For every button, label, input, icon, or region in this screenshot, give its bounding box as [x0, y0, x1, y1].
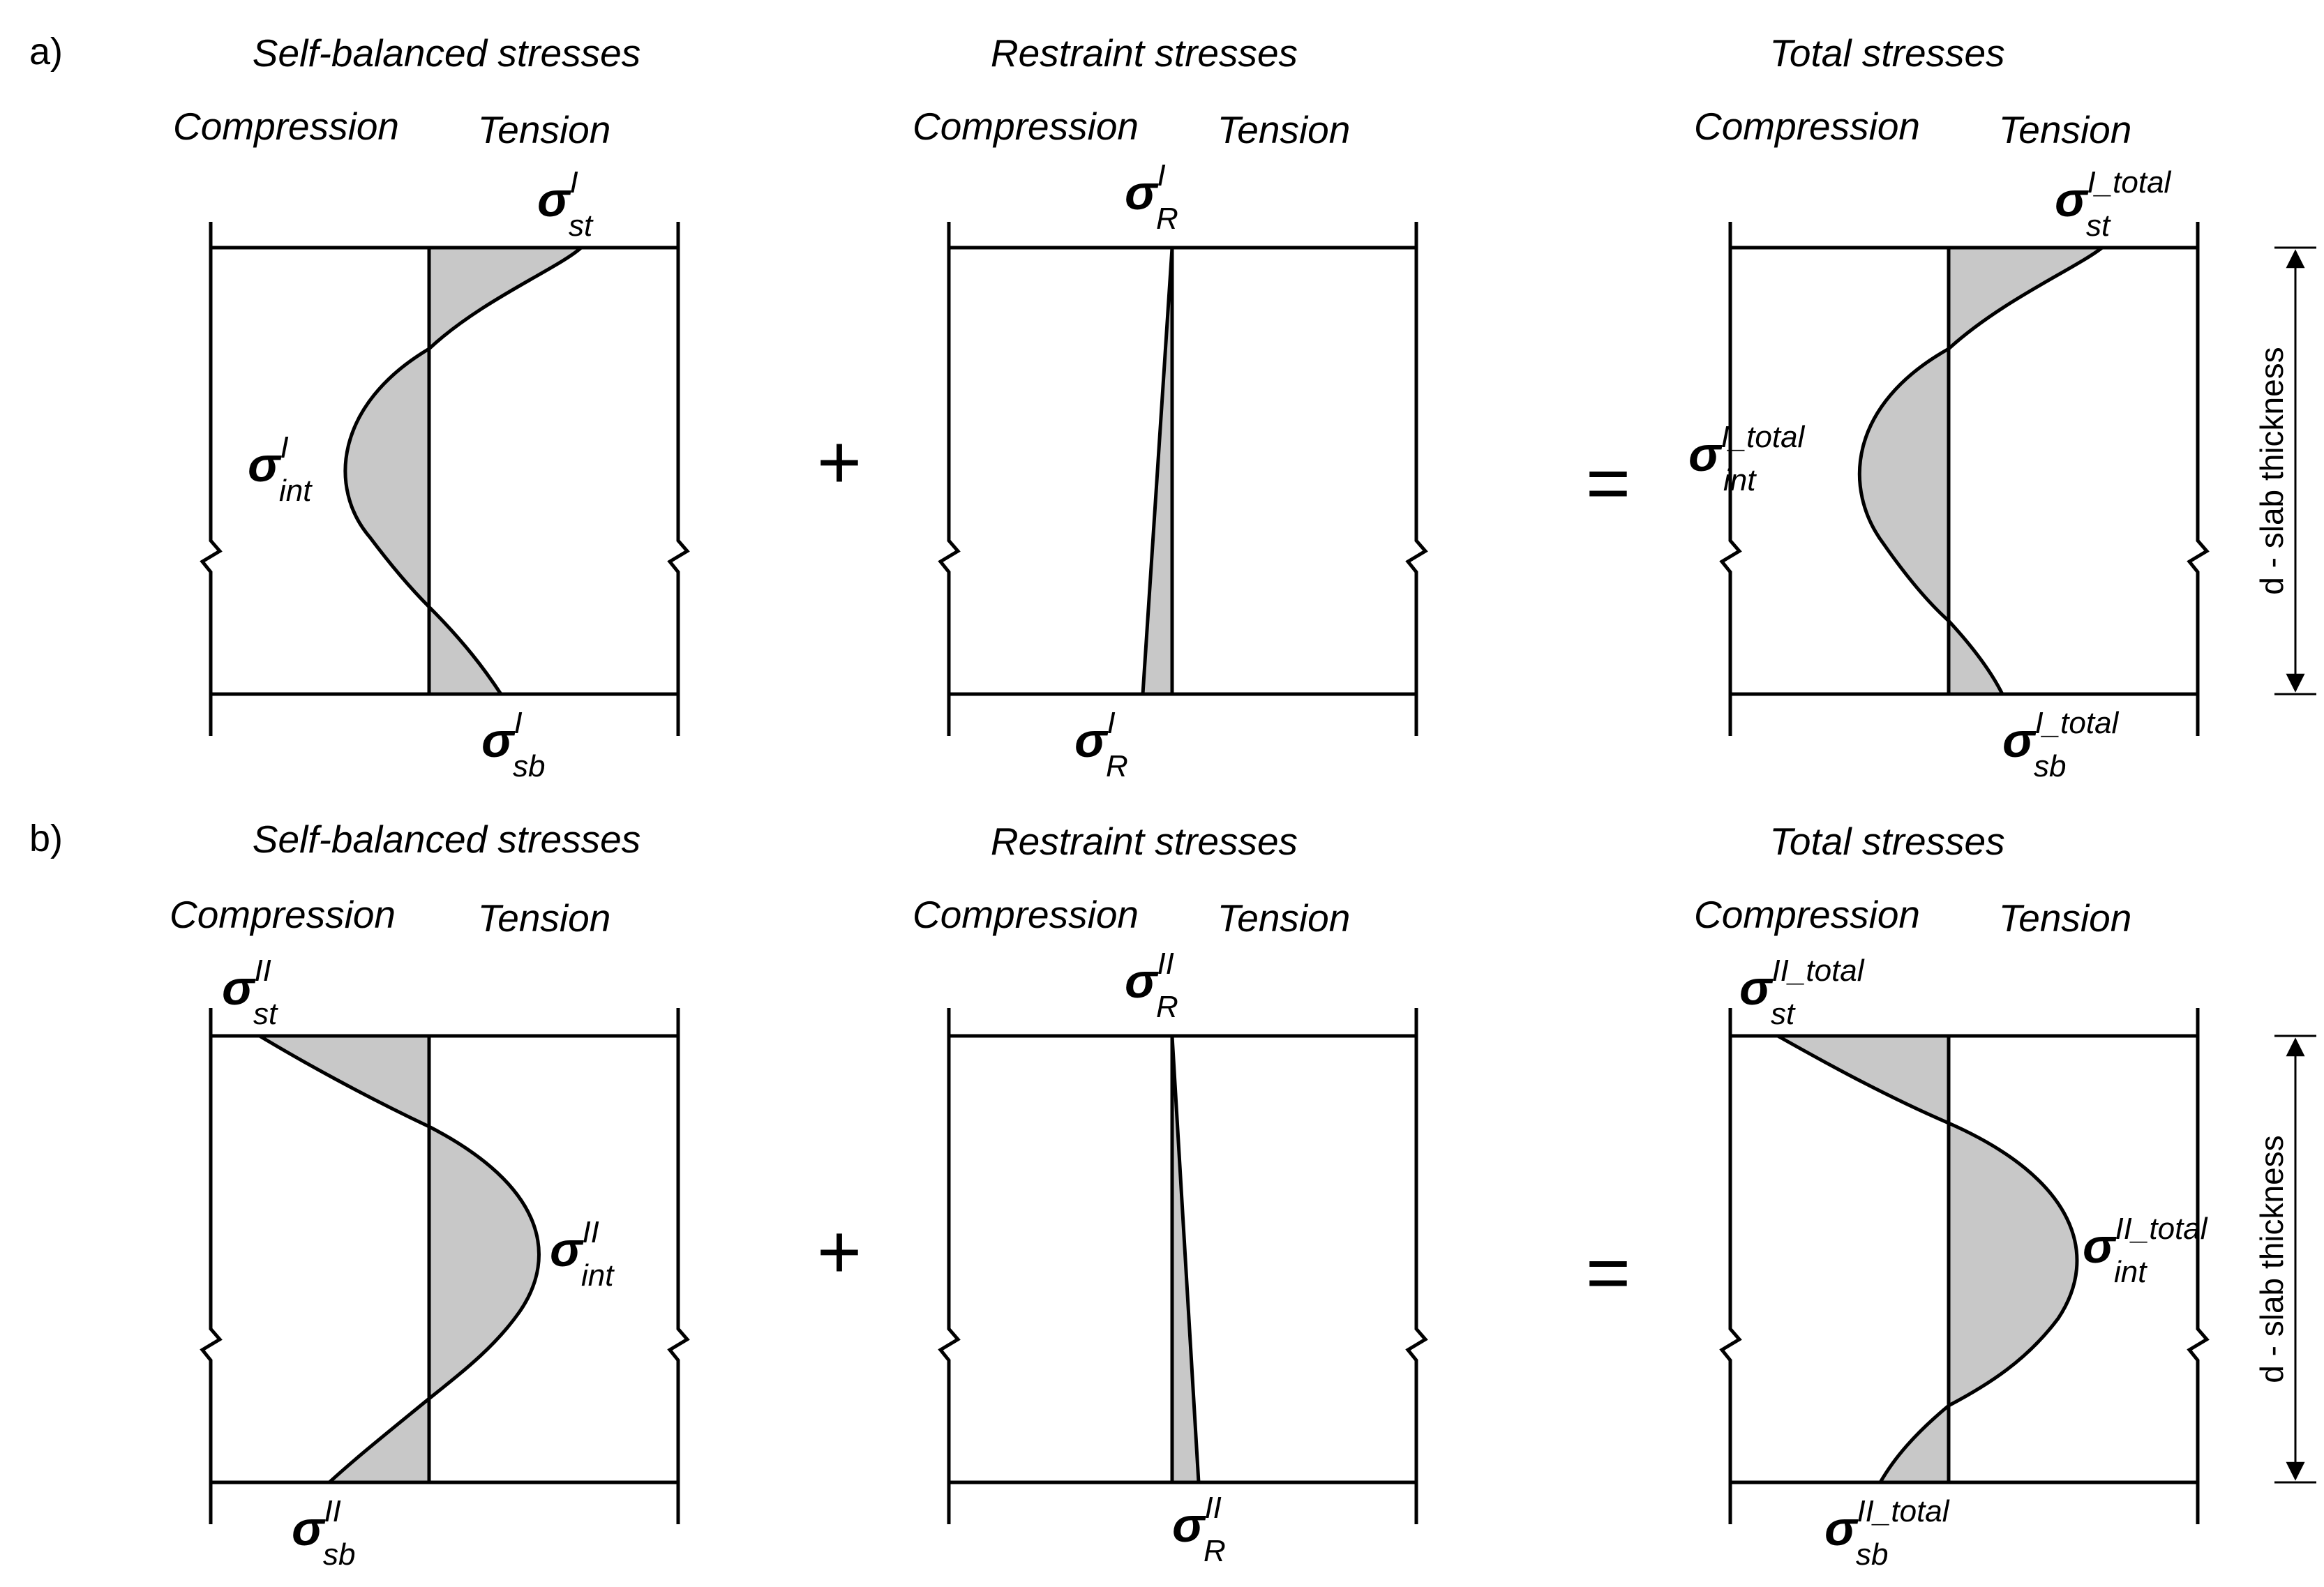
tension-label: Tension: [478, 108, 611, 151]
right-break-line: [667, 1008, 690, 1524]
left-break-line: [938, 1008, 961, 1524]
tension-label: Tension: [478, 896, 611, 940]
compression-label: Compression: [913, 893, 1139, 936]
stress-area: [1771, 1034, 2079, 1484]
left-break-line: [938, 222, 961, 736]
stress-area: [343, 246, 586, 696]
left-break-line: [200, 222, 223, 736]
panel-restraint-b: Restraint stresses Compression Tension σ…: [913, 820, 1428, 1568]
compression-label: Compression: [913, 105, 1139, 148]
compression-label: Compression: [173, 105, 399, 148]
dimension-label: d - slab thickness: [2254, 347, 2290, 594]
equals-sign: =: [1586, 440, 1630, 526]
thickness-dimension: d - slab thickness: [2254, 1035, 2316, 1484]
panel-title: Total stresses: [1769, 820, 2004, 863]
row-b: b) Self-balanced stresses Compression Te…: [29, 818, 2316, 1572]
left-break-line: [1719, 222, 1742, 736]
compression-label: Compression: [1694, 105, 1920, 148]
row-label: a): [29, 31, 63, 73]
panel-restraint-a: Restraint stresses Compression Tension σ…: [913, 31, 1428, 783]
panel-title: Restraint stresses: [991, 820, 1298, 863]
stress-area: [253, 1034, 541, 1484]
compression-label: Compression: [1694, 893, 1920, 936]
stress-area: [1170, 1035, 1201, 1484]
tension-label: Tension: [1217, 108, 1351, 151]
tension-label: Tension: [1999, 896, 2132, 940]
right-break-line: [1405, 222, 1428, 736]
left-break-line: [200, 1008, 223, 1524]
right-break-line: [1405, 1008, 1428, 1524]
panel-title: Total stresses: [1769, 31, 2004, 75]
plus-sign: +: [817, 1209, 862, 1295]
stress-area: [1857, 246, 2108, 696]
plus-sign: +: [817, 419, 862, 505]
panel-title: Self-balanced stresses: [253, 31, 640, 75]
stress-area: [1141, 247, 1174, 696]
equals-sign: =: [1586, 1230, 1630, 1316]
right-break-line: [667, 222, 690, 736]
panel-total-a: Total stresses Compression Tension σI_to…: [1688, 31, 2210, 783]
compression-label: Compression: [170, 893, 396, 936]
tension-label: Tension: [1999, 108, 2132, 151]
right-break-line: [2187, 222, 2210, 736]
thickness-dimension: d - slab thickness: [2254, 246, 2316, 695]
row-label: b): [29, 818, 63, 859]
dimension-label: d - slab thickness: [2254, 1135, 2290, 1383]
right-break-line: [2187, 1008, 2210, 1524]
tension-label: Tension: [1217, 896, 1351, 940]
row-a: a) Self-balanced stresses Compression Te…: [29, 31, 2316, 783]
left-break-line: [1719, 1008, 1742, 1524]
panel-title: Self-balanced stresses: [253, 818, 640, 861]
panel-self-balanced-b: Self-balanced stresses Compression Tensi…: [170, 818, 690, 1572]
panel-total-b: Total stresses Compression Tension σII_t…: [1694, 820, 2210, 1572]
panel-title: Restraint stresses: [991, 31, 1298, 75]
panel-self-balanced-a: Self-balanced stresses Compression Tensi…: [173, 31, 690, 783]
